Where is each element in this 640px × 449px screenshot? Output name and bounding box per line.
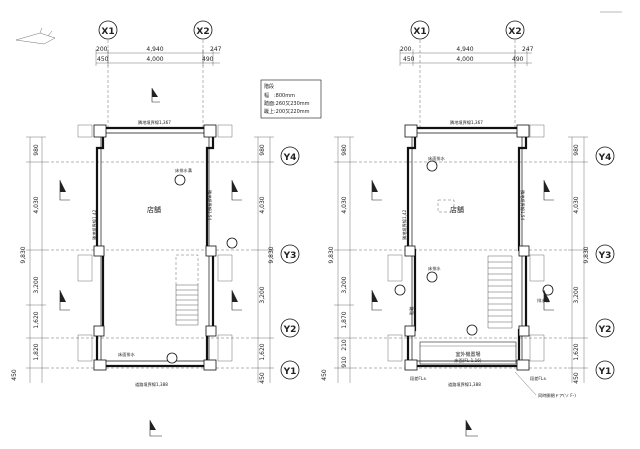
right-dim-right-4030: 4,030	[573, 196, 580, 213]
dim-top-247: 247	[210, 46, 222, 53]
right-dim-top-4000: 4,000	[456, 56, 473, 63]
grid-bubble-x2-right	[505, 20, 525, 40]
right-floor-drain-icon	[426, 160, 438, 172]
left-grid-label-y3: Y3	[283, 251, 297, 261]
right-drain-bottom-icon	[466, 324, 478, 336]
right-bottom-note: 道路境界線1,388	[448, 381, 481, 388]
right-floor-plan: X1 X2 200 4,940 247 450 4,000 490 9,830 …	[321, 20, 615, 437]
right-dim-right-450: 450	[573, 372, 580, 384]
right-dim-top-200: 200	[400, 46, 412, 53]
right-corner-note: 排水枡	[537, 297, 550, 304]
right-dim-left-1870: 1,870	[341, 311, 348, 328]
dim-top-4000: 4,000	[146, 56, 163, 63]
left-grid-label-y2: Y2	[283, 325, 297, 335]
left-bottom-drain-icon	[166, 352, 178, 364]
right-bottom-right-note: 段差FL±	[530, 375, 547, 382]
right-grid-label-y2: Y2	[598, 325, 612, 335]
legend-row2: 踏面:260又230mm	[264, 100, 310, 107]
right-staircase	[487, 255, 513, 329]
dim-right-3200: 3,200	[259, 286, 266, 303]
right-dim-left-210: 210	[341, 339, 348, 351]
right-dim-top-247: 247	[522, 46, 534, 53]
right-top-note: 隣地境界線1,367	[450, 119, 483, 126]
grid-label-x2: X2	[196, 27, 209, 37]
dim-left-1820: 1,820	[33, 343, 40, 360]
left-fixture-note: 床排水溝	[175, 167, 193, 174]
right-dim-top-4940: 4,940	[456, 46, 473, 53]
grid-bubble-x1-right	[410, 20, 430, 40]
grid-bubble-x2	[193, 20, 213, 40]
dim-left-980: 980	[33, 144, 40, 156]
north-arrow-icon	[15, 27, 56, 45]
right-dim-left-3200: 3,200	[341, 276, 348, 293]
right-grid-label-y4: Y4	[598, 153, 612, 163]
left-staircase	[175, 254, 199, 326]
right-drain-side-icon	[394, 284, 406, 296]
left-bottom-fixture: 床面排水	[118, 351, 136, 358]
dim-top-4940: 4,940	[146, 46, 163, 53]
left-side-note-right: 隣地境界線1,54	[206, 190, 213, 221]
right-fixture-note: 床面排水	[428, 155, 446, 162]
right-dim-left-4030: 4,030	[341, 196, 348, 213]
right-left-label: 駐輪	[408, 306, 415, 315]
dim-right-1620: 1,620	[259, 343, 266, 360]
dim-right-450: 450	[259, 372, 266, 384]
left-floor-drain-icon	[174, 174, 186, 186]
right-leader-note: 同時開閉ドア(ソ F-)	[538, 393, 576, 399]
right-dim-right-980: 980	[573, 144, 580, 156]
right-grid-label-x1: X1	[413, 27, 426, 37]
right-bottom-left-note: 段差FL±	[410, 375, 427, 382]
stair-spec-legend: 階段 幅 :800mm 踏面:260又230mm 蹴上:200又220mm	[260, 79, 322, 119]
right-dim-right-9830: 9,830	[583, 246, 590, 263]
legend-title: 階段	[264, 83, 274, 90]
dim-left-3200: 3,200	[33, 276, 40, 293]
dim-right-9830: 9,830	[268, 246, 275, 263]
right-dim-left-450: 450	[321, 369, 328, 381]
left-bottom-note: 道路境界線1,388	[135, 381, 168, 388]
legend-row1: 幅 :800mm	[264, 92, 295, 99]
right-dim-left-980: 980	[341, 144, 348, 156]
right-dim-left-910: 910	[341, 356, 348, 368]
dim-top-450: 450	[97, 56, 109, 63]
right-dim-top-490: 490	[512, 56, 524, 63]
dim-right-980: 980	[259, 144, 266, 156]
left-grid-label-y4: Y4	[283, 153, 297, 163]
right-fixture-note2: 床排水	[428, 265, 441, 272]
dim-top-200: 200	[96, 46, 108, 53]
dim-left-1620: 1,620	[33, 311, 40, 328]
right-dim-top-450: 450	[403, 56, 415, 63]
grid-label-x1: X1	[101, 27, 114, 37]
left-side-note-left: 隣地境界線1,42	[91, 209, 98, 240]
right-grid-label-x2: X2	[508, 27, 521, 37]
left-drain-side-icon	[226, 237, 238, 249]
right-grid-label-y1: Y1	[598, 367, 612, 377]
right-sub-room-label: 室外機置場	[455, 351, 480, 358]
legend-row3: 蹴上:200又220mm	[264, 108, 310, 115]
dim-left-450: 450	[11, 369, 18, 381]
dim-right-4030: 4,030	[259, 196, 266, 213]
dim-left-9830: 9,830	[20, 246, 27, 263]
right-dim-right-3200: 3,200	[573, 286, 580, 303]
left-floor-plan: X1 X2 200 4,940 247 450 4,000 490 9,830 …	[11, 20, 300, 437]
dim-top-490: 490	[202, 56, 214, 63]
left-grid-label-y1: Y1	[283, 367, 297, 377]
right-dim-left-9830: 9,830	[328, 246, 335, 263]
right-side-note-left: 隣地境界線1,42	[401, 209, 408, 240]
left-top-note: 隣地境界線1,367	[138, 119, 171, 126]
right-drain-mid-icon	[426, 271, 438, 283]
right-sub-room-note: 床面(FL-1.16)	[454, 357, 482, 364]
right-dim-right-1620: 1,620	[573, 343, 580, 360]
right-grid-label-y3: Y3	[598, 251, 612, 261]
left-room-label: 店舗	[147, 205, 161, 214]
right-room-label: 店舗	[450, 205, 464, 214]
grid-bubble-x1	[98, 20, 118, 40]
right-drain-right-icon	[542, 284, 554, 296]
right-side-note-right: 隣地境界線1,54	[519, 190, 526, 221]
dim-left-4030: 4,030	[33, 196, 40, 213]
